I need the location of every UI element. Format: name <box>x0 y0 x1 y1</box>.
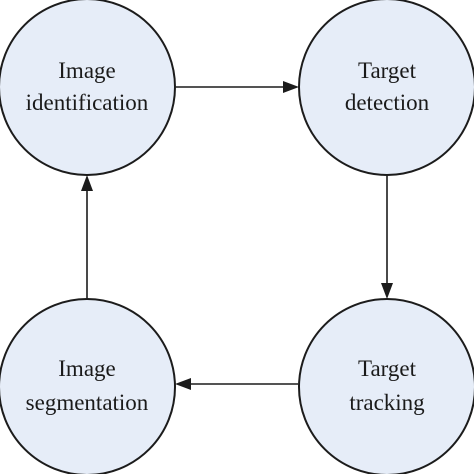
node-target-tracking-label-line1: Target <box>358 356 417 381</box>
node-image-segmentation-circle <box>0 298 176 474</box>
node-image-identification-label-line1: Image <box>58 58 115 83</box>
node-target-detection-label-line2: detection <box>345 90 430 115</box>
node-image-identification-circle <box>0 0 176 176</box>
arrowhead-up-icon <box>81 175 93 191</box>
edge-identification-to-detection <box>176 81 299 93</box>
node-target-detection-circle <box>298 0 474 176</box>
arrowhead-right-icon <box>283 81 299 93</box>
arrowhead-left-icon <box>175 378 191 390</box>
node-image-segmentation: Image segmentation <box>0 298 176 474</box>
node-image-identification: Image identification <box>0 0 176 176</box>
arrowhead-down-icon <box>381 283 393 299</box>
edge-tracking-to-segmentation <box>175 378 298 390</box>
node-target-tracking: Target tracking <box>298 298 474 474</box>
node-target-tracking-circle <box>298 298 474 474</box>
node-target-detection-label-line1: Target <box>358 58 417 83</box>
node-target-detection: Target detection <box>298 0 474 176</box>
node-target-tracking-label-line2: tracking <box>349 390 425 415</box>
node-image-segmentation-label-line2: segmentation <box>26 390 149 415</box>
edge-detection-to-tracking <box>381 176 393 299</box>
node-image-segmentation-label-line1: Image <box>58 356 115 381</box>
edge-segmentation-to-identification <box>81 175 93 298</box>
node-image-identification-label-line2: identification <box>26 90 149 115</box>
